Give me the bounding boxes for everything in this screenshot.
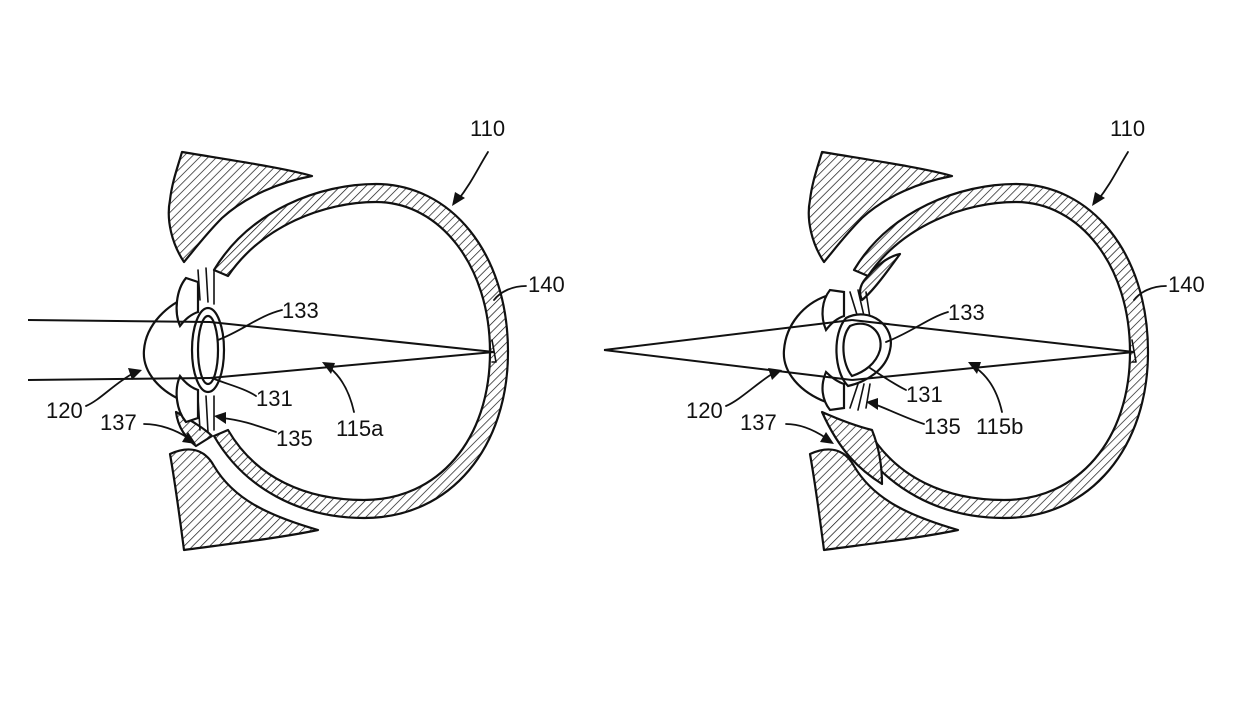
retina-spot — [1131, 339, 1137, 363]
arrow-120 — [128, 368, 142, 380]
leader-137 — [143, 423, 189, 439]
sclera — [852, 182, 1150, 520]
label-eye: 110 — [1110, 116, 1145, 141]
leader-133 — [217, 309, 283, 341]
arrow-137 — [820, 432, 834, 444]
iris-upper — [821, 288, 846, 333]
zonule-fibers — [849, 289, 871, 411]
retina-spot — [491, 339, 497, 363]
arrow-110 — [452, 192, 465, 206]
label-muscle: 137 — [100, 410, 137, 435]
arrow-135 — [866, 398, 878, 410]
upper-orbit-tissue — [167, 150, 314, 264]
ciliary-muscle-upper — [858, 252, 902, 302]
lower-orbit-tissue — [168, 448, 320, 552]
label-lens: 133 — [282, 298, 319, 323]
leader-120 — [725, 373, 773, 407]
label-cornea: 120 — [686, 398, 723, 423]
label-light-path: 115a — [336, 416, 384, 441]
label-capsule: 131 — [256, 386, 293, 411]
label-lens: 133 — [948, 300, 985, 325]
upper-orbit-tissue — [807, 150, 954, 264]
leader-110 — [457, 151, 489, 201]
label-eye: 110 — [470, 116, 505, 141]
arrow-115b — [968, 362, 981, 374]
label-muscle: 137 — [740, 410, 777, 435]
arrow-135 — [214, 412, 226, 424]
iris-lower — [175, 373, 200, 424]
focused-ray-top — [851, 319, 1135, 353]
leader-115a — [329, 367, 355, 413]
leader-110 — [1097, 151, 1129, 201]
arrow-120 — [768, 368, 782, 380]
leader-140 — [1133, 285, 1167, 301]
arrow-137 — [182, 432, 196, 444]
leader-137 — [785, 423, 827, 439]
incoming-ray-bottom — [27, 377, 211, 381]
incoming-ray-bottom — [603, 349, 853, 381]
label-retina: 140 — [528, 272, 565, 297]
figure-relaxed: 110 140 133 131 120 137 135 115a — [27, 116, 565, 552]
leader-133 — [885, 311, 949, 343]
label-cornea: 120 — [46, 398, 83, 423]
sclera — [212, 182, 510, 520]
figure-accommodated: 110 140 133 131 120 137 135 115b — [603, 116, 1205, 552]
lower-orbit-tissue — [808, 448, 960, 552]
label-zonule: 135 — [276, 426, 313, 451]
incoming-ray-top — [603, 319, 853, 351]
iris-upper — [175, 276, 200, 329]
zonule-fibers — [197, 267, 215, 433]
ciliary-muscle-lower — [820, 410, 884, 486]
leader-120 — [85, 373, 133, 407]
focused-ray-bottom — [851, 351, 1135, 381]
leader-135 — [221, 417, 277, 433]
label-retina: 140 — [1168, 272, 1205, 297]
incoming-ray-top — [27, 319, 211, 323]
cornea — [782, 294, 827, 404]
leader-135 — [873, 403, 925, 425]
arrow-110 — [1092, 192, 1105, 206]
label-zonule: 135 — [924, 414, 961, 439]
focused-ray-bottom — [209, 351, 495, 379]
leader-131 — [869, 367, 907, 391]
crystalline-lens — [842, 322, 882, 378]
leader-131 — [211, 377, 257, 397]
arrow-115a — [322, 362, 335, 374]
label-light-path: 115b — [976, 414, 1023, 439]
leader-140 — [493, 285, 527, 301]
crystalline-lens — [196, 314, 220, 386]
leader-115b — [975, 367, 1003, 413]
label-capsule: 131 — [906, 382, 943, 407]
focused-ray-top — [209, 321, 495, 353]
